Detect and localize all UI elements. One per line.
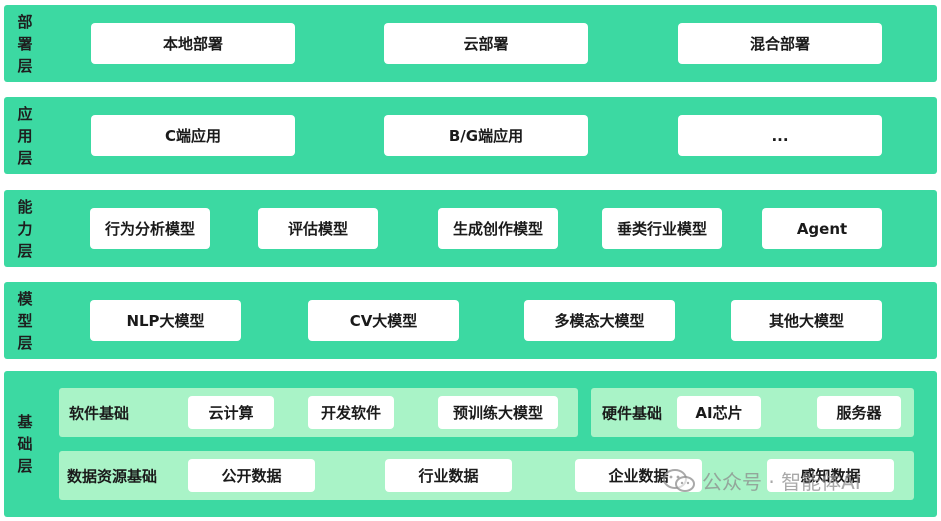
foundation-layer-label: 基 础 层 bbox=[17, 413, 33, 475]
model-layer-label: 模 型 层 bbox=[17, 289, 33, 352]
vertical-industry-model-box: 垂类行业模型 bbox=[602, 208, 722, 249]
software-foundation-label: 软件基础 bbox=[69, 404, 130, 422]
nlp-model-box: NLP大模型 bbox=[90, 300, 241, 341]
hardware-foundation-group: 硬件基础 AI芯片 服务器 bbox=[591, 388, 914, 437]
hardware-foundation-label: 硬件基础 bbox=[602, 404, 663, 422]
behavior-analysis-model-box: 行为分析模型 bbox=[90, 208, 210, 249]
foundation-layer: 基 础 层 软件基础 云计算 开发软件 预训练大模型 硬件基础 AI芯片 服务器… bbox=[4, 371, 937, 517]
public-data-box: 公开数据 bbox=[188, 459, 315, 492]
application-layer-label: 应 用 层 bbox=[17, 104, 33, 167]
software-foundation-group: 软件基础 云计算 开发软件 预训练大模型 bbox=[59, 388, 578, 437]
pretrained-model-box: 预训练大模型 bbox=[438, 396, 558, 429]
evaluation-model-box: 评估模型 bbox=[258, 208, 378, 249]
cv-model-box: CV大模型 bbox=[308, 300, 459, 341]
cloud-computing-box: 云计算 bbox=[188, 396, 274, 429]
more-app-box: ... bbox=[678, 115, 882, 156]
server-box: 服务器 bbox=[817, 396, 901, 429]
perception-data-box: 感知数据 bbox=[767, 459, 894, 492]
capability-layer: 能 力 层 行为分析模型 评估模型 生成创作模型 垂类行业模型 Agent bbox=[4, 190, 937, 267]
wechat-icon bbox=[663, 468, 695, 492]
hybrid-deploy-box: 混合部署 bbox=[678, 23, 882, 64]
bg-end-app-box: B/G端应用 bbox=[384, 115, 588, 156]
multimodal-model-box: 多模态大模型 bbox=[524, 300, 675, 341]
data-resource-group: 数据资源基础 公开数据 行业数据 企业数据 感知数据 bbox=[59, 451, 914, 500]
local-deploy-box: 本地部署 bbox=[91, 23, 295, 64]
application-layer: 应 用 层 C端应用 B/G端应用 ... bbox=[4, 97, 937, 174]
watermark-text: 公众号 · 智能体AI bbox=[702, 470, 861, 494]
cloud-deploy-box: 云部署 bbox=[384, 23, 588, 64]
ai-chip-box: AI芯片 bbox=[677, 396, 761, 429]
other-model-box: 其他大模型 bbox=[731, 300, 882, 341]
agent-box: Agent bbox=[762, 208, 882, 249]
watermark: 公众号 · 智能体AI bbox=[662, 466, 861, 495]
c-end-app-box: C端应用 bbox=[91, 115, 295, 156]
deploy-layer-label: 部 署 层 bbox=[17, 12, 33, 75]
capability-layer-label: 能 力 层 bbox=[17, 197, 33, 260]
generative-model-box: 生成创作模型 bbox=[438, 208, 558, 249]
dev-software-box: 开发软件 bbox=[308, 396, 394, 429]
model-layer: 模 型 层 NLP大模型 CV大模型 多模态大模型 其他大模型 bbox=[4, 282, 937, 359]
data-resource-label: 数据资源基础 bbox=[67, 467, 158, 485]
deploy-layer: 部 署 层 本地部署 云部署 混合部署 bbox=[4, 5, 937, 82]
industry-data-box: 行业数据 bbox=[385, 459, 512, 492]
